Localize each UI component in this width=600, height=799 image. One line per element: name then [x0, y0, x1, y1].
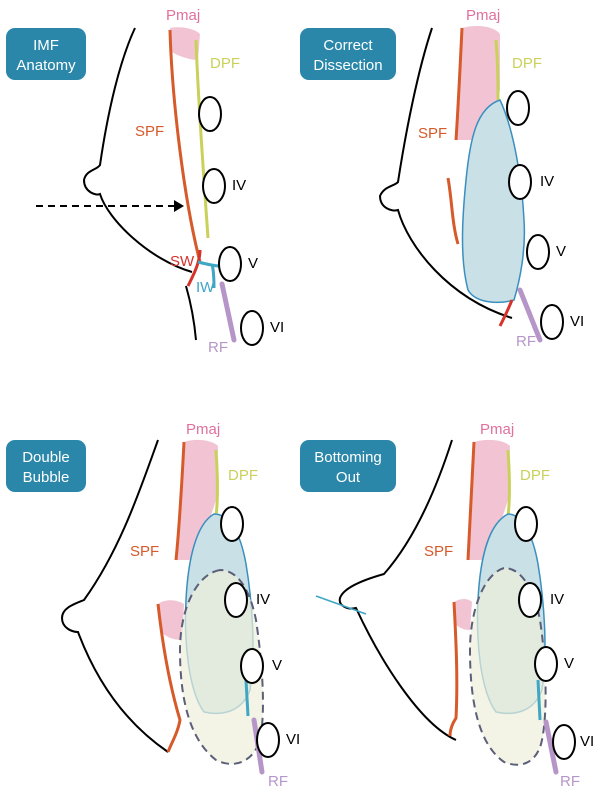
- rib-oval-vi: [552, 724, 576, 760]
- label-rf: RF: [208, 339, 228, 356]
- rib-oval-iv: [508, 164, 532, 200]
- iw-line: [536, 679, 542, 721]
- label-pmaj: Pmaj: [166, 7, 200, 24]
- rib-oval-v: [526, 234, 550, 270]
- implant-lower-dashed: [178, 568, 264, 765]
- rib-oval-vi: [540, 304, 564, 340]
- label-spf: SPF: [424, 543, 453, 560]
- dpf-line: [506, 449, 511, 517]
- label-vi: VI: [286, 731, 300, 748]
- rib-oval: [198, 96, 222, 132]
- label-iw: IW: [196, 279, 215, 296]
- panel-title-badge: Bottoming Out: [300, 440, 396, 492]
- panel-title-line-1: Double: [22, 449, 70, 466]
- label-pmaj: Pmaj: [466, 7, 500, 24]
- dpf-line: [214, 449, 219, 517]
- panel-title-badge: Double Bubble: [6, 440, 86, 492]
- label-v: V: [564, 655, 574, 672]
- spf-line: [168, 29, 202, 263]
- pink-lower: [158, 600, 184, 640]
- breast-contour: [338, 439, 457, 741]
- label-v: V: [248, 255, 258, 272]
- label-iv: IV: [550, 591, 564, 608]
- breast-contour: [378, 27, 513, 319]
- nipple-marker-line: [315, 595, 367, 615]
- label-iv: IV: [540, 173, 554, 190]
- label-dpf: DPF: [228, 467, 258, 484]
- rib-oval-vi: [240, 310, 264, 346]
- pectoralis-major: [170, 27, 200, 60]
- label-dpf: DPF: [520, 467, 550, 484]
- label-vi: VI: [570, 313, 584, 330]
- label-iv: IV: [256, 591, 270, 608]
- label-spf: SPF: [418, 125, 447, 142]
- panel-title-badge: Correct Dissection: [300, 28, 396, 80]
- label-spf: SPF: [130, 543, 159, 560]
- panel-title-line-1: IMF: [33, 37, 59, 54]
- panel-title-line-2: Bubble: [23, 469, 70, 486]
- panel-imf-anatomy: IMF Anatomy Pmaj DPF SPF IV SW V IW VI R…: [6, 7, 284, 356]
- rib-oval-iv: [224, 582, 248, 618]
- label-dpf: DPF: [210, 55, 240, 72]
- sw-line: [186, 249, 202, 287]
- panel-bottoming-out: Bottoming Out Pmaj DPF SPF IV V VI RF: [300, 421, 594, 790]
- panel-double-bubble: Double Bubble Pmaj DPF SPF IV V VI RF: [6, 421, 300, 790]
- iw-line: [244, 679, 250, 717]
- spf-line-lower: [446, 177, 460, 245]
- label-v: V: [556, 243, 566, 260]
- spf-line-lower: [448, 601, 459, 737]
- label-pmaj: Pmaj: [480, 421, 514, 438]
- chest-wall-lower: [185, 285, 197, 341]
- label-rf: RF: [560, 773, 580, 790]
- breast-contour: [82, 27, 193, 273]
- rib-oval-vi: [256, 722, 280, 758]
- sw-line: [498, 299, 514, 327]
- rf-line: [219, 281, 237, 343]
- dpf-line: [194, 39, 210, 239]
- spf-line: [174, 441, 186, 561]
- panel-title-line-1: Bottoming: [314, 449, 382, 466]
- rib-oval-iv: [518, 582, 542, 618]
- panel-title-badge: IMF Anatomy: [6, 28, 86, 80]
- label-rf: RF: [516, 333, 536, 350]
- label-sw: SW: [170, 253, 195, 270]
- panel-title-line-2: Out: [336, 469, 361, 486]
- spf-line: [454, 27, 464, 141]
- panel-title-line-1: Correct: [323, 37, 373, 54]
- panel-correct-dissection: Correct Dissection Pmaj DPF SPF IV V VI …: [300, 7, 584, 350]
- label-v: V: [272, 657, 282, 674]
- arrowhead-icon: [174, 200, 184, 212]
- rib-oval: [506, 90, 530, 126]
- label-dpf: DPF: [512, 55, 542, 72]
- label-spf: SPF: [135, 123, 164, 140]
- label-vi: VI: [270, 319, 284, 336]
- panel-title-line-2: Dissection: [313, 57, 382, 74]
- rib-oval-v: [240, 648, 264, 684]
- rf-line: [543, 719, 559, 775]
- spf-line-lower: [156, 603, 182, 753]
- pectoralis-major: [176, 439, 218, 560]
- label-iv: IV: [232, 177, 246, 194]
- rib-oval-v: [534, 646, 558, 682]
- panel-title-line-2: Anatomy: [16, 57, 76, 74]
- rib-oval: [514, 506, 538, 542]
- spf-line: [466, 441, 476, 561]
- rf-line: [517, 287, 543, 343]
- pink-lower: [454, 599, 472, 630]
- breast-contour: [60, 439, 169, 753]
- label-rf: RF: [268, 773, 288, 790]
- label-pmaj: Pmaj: [186, 421, 220, 438]
- rib-oval-iv: [202, 168, 226, 204]
- label-vi: VI: [580, 733, 594, 750]
- rib-oval-v: [218, 246, 242, 282]
- dpf-line: [494, 39, 500, 101]
- rib-oval: [220, 506, 244, 542]
- pectoralis-major: [468, 439, 510, 560]
